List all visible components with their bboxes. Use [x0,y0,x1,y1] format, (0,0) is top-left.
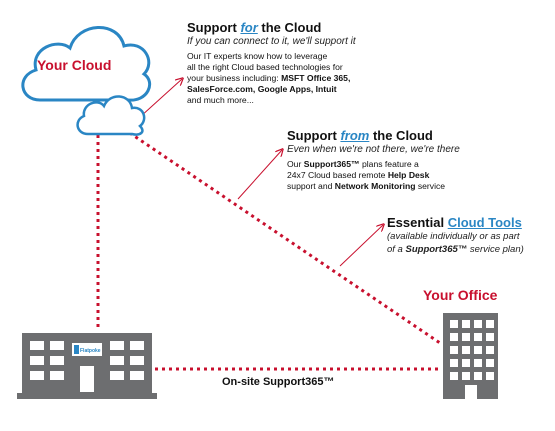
arrow-to-cloud-tools [339,225,383,267]
body-line: SalesForce.com, Google Apps, Intuit [187,84,417,95]
text-bold: Support365™ [405,244,468,255]
body-text: service [415,181,446,191]
hq-sign: Flatpoke [80,348,101,354]
body-line: Our Support365™ plans feature a [287,159,527,170]
body-line: 24x7 Cloud based remote Help Desk [287,170,527,181]
body-line: support and Network Monitoring service [287,181,527,192]
callout-arrows [139,79,383,267]
cloud-tools-line-1: (available individually or as part [387,231,520,242]
text: service plan) [467,244,524,255]
arrow-to-support-from [237,150,282,200]
support-for-tagline: If you can connect to it, we'll support … [187,36,356,47]
body-text: support and [287,181,335,191]
body-bold: Network Monitoring [334,181,416,191]
body-line: your business including: MSFT Office 365… [187,73,417,84]
support-from-tagline: Even when we're not there, we're there [287,144,460,155]
body-text: your business including: [187,73,282,83]
heading-pre: Support [287,128,341,143]
your-cloud-icon [21,26,151,102]
body-bold: MSFT Office 365, [281,73,351,83]
small-cloud-icon [76,95,146,136]
body-bold: SalesForce.com, Google Apps, Intuit [187,84,337,94]
body-bold: Help Desk [387,170,430,180]
your-cloud-label: Your Cloud [37,57,112,73]
arrow-to-support-for [139,79,182,118]
body-line: all the right Cloud based technologies f… [187,62,343,72]
body-text: Our [287,159,304,169]
support-for-heading: Support for the Cloud [187,20,417,35]
support-from-body: Our Support365™ plans feature a 24x7 Clo… [287,159,527,192]
heading-post: the Cloud [369,128,433,143]
cloud-tools-block: Essential Cloud Tools (available individ… [387,215,555,256]
heading-pre: Essential [387,215,448,230]
body-text: plans feature a [359,159,419,169]
connector-lines [96,123,441,371]
heading-highlight: Cloud Tools [447,215,522,230]
office-building-icon [443,313,498,399]
support-from-heading: Support from the Cloud [287,128,527,143]
support-for-block: Support for the Cloud If you can connect… [187,20,417,106]
heading-highlight: for [240,20,258,35]
body-text: 24x7 Cloud based remote [287,170,388,180]
heading-pre: Support [187,20,241,35]
text: of a [387,244,406,255]
your-office-label: Your Office [423,287,498,303]
support-for-body: Our IT experts know how to leverage all … [187,51,417,106]
line-cloud-to-office [117,123,441,345]
heading-post: the Cloud [257,20,322,35]
heading-highlight: from [340,128,370,143]
headquarters-building-icon: Flatpoke [17,333,157,399]
onsite-support-label: On-site Support365™ [222,376,335,388]
body-line: Our IT experts know how to leverage [187,51,328,61]
body-bold: Support365™ [303,159,360,169]
support-from-block: Support from the Cloud Even when we're n… [287,128,527,192]
body-line: and much more... [187,95,254,105]
cloud-tools-line-2: of a Support365™ service plan) [387,243,555,256]
cloud-tools-heading: Essential Cloud Tools [387,215,555,230]
